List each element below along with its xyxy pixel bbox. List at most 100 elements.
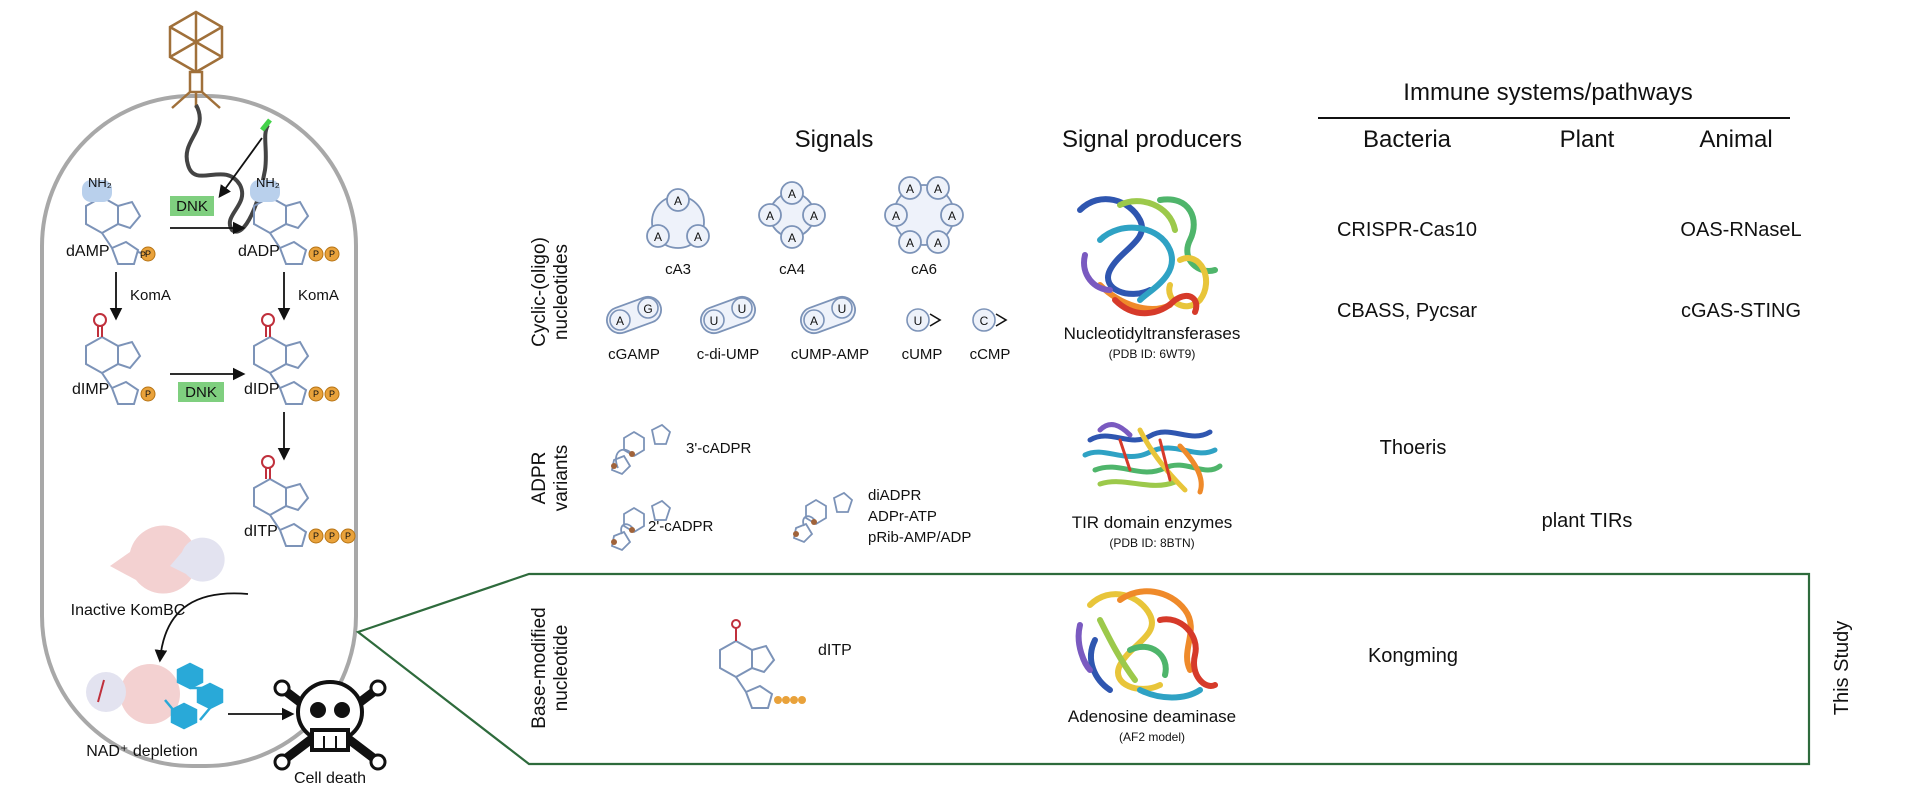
cump-label: cUMP (902, 346, 943, 363)
ring-letter: C (980, 314, 989, 328)
prib-label: pRib-AMP/ADP (868, 529, 971, 546)
bacteria-kongming: Kongming (1368, 645, 1458, 667)
ring-letter: A (948, 209, 956, 223)
nucleotidyltransferase-structure-icon (1077, 196, 1218, 317)
phosphate-label: P (145, 389, 151, 399)
af2-model-label: (AF2 model) (1119, 730, 1185, 744)
nad-molecule-icon (164, 662, 224, 730)
pdb-8btn-label: (PDB ID: 8BTN) (1109, 536, 1194, 550)
phosphate-label: P (313, 249, 319, 259)
ditp-signal-molecule (719, 619, 806, 709)
ring-letter: A (906, 182, 914, 196)
cyclic-label-line2: nucleotides (551, 244, 572, 340)
phosphate-label: P (329, 389, 335, 399)
damp-molecule: P (82, 180, 156, 265)
skull-icon (273, 679, 387, 771)
pdb-6wt9-label: (PDB ID: 6WT9) (1109, 347, 1196, 361)
ca3-label: cA3 (665, 261, 691, 278)
row-adpr-variants: ADPR variants 3'-cADPR 2'-cADPR (529, 422, 1633, 552)
ring-letter: A (616, 314, 624, 328)
cgamp-label: cGAMP (608, 346, 660, 363)
bacteria-cas10: CRISPR-Cas10 (1337, 219, 1477, 241)
dnk-badge-mid (178, 382, 224, 402)
ring-letter: A (674, 194, 682, 208)
diadpr-label: diADPR (868, 487, 922, 504)
cadpr-2-molecule (610, 499, 672, 552)
producers-header: Signal producers (1062, 126, 1242, 153)
dnk-badge-top (170, 196, 214, 216)
row-base-modified: Base-modified nucleotide dITP Adenosine … (355, 572, 1853, 766)
ring-letter: A (906, 236, 914, 250)
nucleotidyltransferase-label: Nucleotidyltransferases (1064, 324, 1241, 343)
phage-dna (184, 104, 270, 234)
nh2-label-left: NH₂ (88, 175, 112, 190)
ring-letter: A (810, 314, 818, 328)
cadpr-3-label: 3'-cADPR (686, 440, 752, 457)
cdiump-label: c-di-UMP (697, 346, 760, 363)
phage-icon (168, 10, 224, 109)
ditp-label: dITP (244, 523, 278, 540)
diadpr-molecule (792, 491, 854, 544)
row-cyclic-nucleotides: Cyclic-(oligo) nucleotides A A A cA3 A A… (529, 176, 1802, 363)
cyclic-label-line1: Cyclic-(oligo) (529, 237, 550, 347)
bacteria-thoeris: Thoeris (1380, 437, 1447, 459)
cell-death-label: Cell death (294, 770, 366, 787)
cdiump-molecule: U U (700, 295, 756, 335)
tir-domain-structure-icon (1082, 422, 1223, 495)
base-label-line1: Base-modified (529, 607, 550, 728)
inactive-kombc-label: Inactive KomBC (71, 602, 186, 619)
ca4-molecule: A A A A (758, 181, 826, 249)
phosphate-label: P (145, 249, 151, 259)
ring-letter: A (694, 230, 702, 244)
kombc-inactive-icon (110, 525, 225, 594)
animal-cgas: cGAS-STING (1681, 300, 1801, 322)
adenosine-deaminase-structure-icon (1075, 588, 1218, 701)
cumpamp-label: cUMP-AMP (791, 346, 869, 363)
damp-label: dAMP (66, 243, 110, 260)
immune-header: Immune systems/pathways (1403, 79, 1692, 106)
kombc-active-icon (86, 664, 180, 724)
animal-oas: OAS-RNaseL (1680, 219, 1801, 241)
ring-letter: A (810, 209, 818, 223)
phosphate-label: P (345, 531, 351, 541)
ring-letter: A (788, 187, 796, 201)
plant-header: Plant (1560, 126, 1615, 153)
ring-letter: U (738, 302, 747, 316)
dnk-label-mid: DNK (185, 384, 217, 401)
animal-header: Animal (1699, 126, 1772, 153)
ring-letter: A (654, 230, 662, 244)
phosphate-label: P (329, 249, 335, 259)
nh2-label-right: NH₂ (256, 175, 280, 190)
didp-label: dIDP (244, 381, 280, 398)
signals-header: Signals (795, 126, 874, 153)
dimp-label: dIMP (72, 381, 109, 398)
ca6-label: cA6 (911, 261, 937, 278)
ring-letter: U (710, 314, 719, 328)
ring-letter: A (934, 182, 942, 196)
arrow-ditp-activates (154, 592, 249, 663)
ca6-molecule: A A A A A A (884, 176, 964, 254)
dnk-label-top: DNK (176, 198, 208, 215)
ring-letter: A (892, 209, 900, 223)
phosphate-label: P (329, 531, 335, 541)
ring-letter: U (838, 302, 847, 316)
ring-letter: A (788, 231, 796, 245)
ring-letter: U (914, 314, 923, 328)
plant-tirs: plant TIRs (1542, 510, 1633, 532)
ca4-label: cA4 (779, 261, 805, 278)
cump-molecule: U (906, 308, 942, 332)
bacteria-header: Bacteria (1363, 126, 1452, 153)
ring-letter: A (934, 236, 942, 250)
ccmp-label: cCMP (970, 346, 1011, 363)
cumpamp-molecule: A U (800, 295, 856, 335)
adpr-label-line1: ADPR (529, 452, 550, 505)
adenosine-deaminase-label: Adenosine deaminase (1068, 707, 1236, 726)
cadpr-3-molecule (610, 423, 672, 476)
this-study-label: This Study (1831, 621, 1853, 715)
adpr-label-line2: variants (551, 445, 572, 512)
